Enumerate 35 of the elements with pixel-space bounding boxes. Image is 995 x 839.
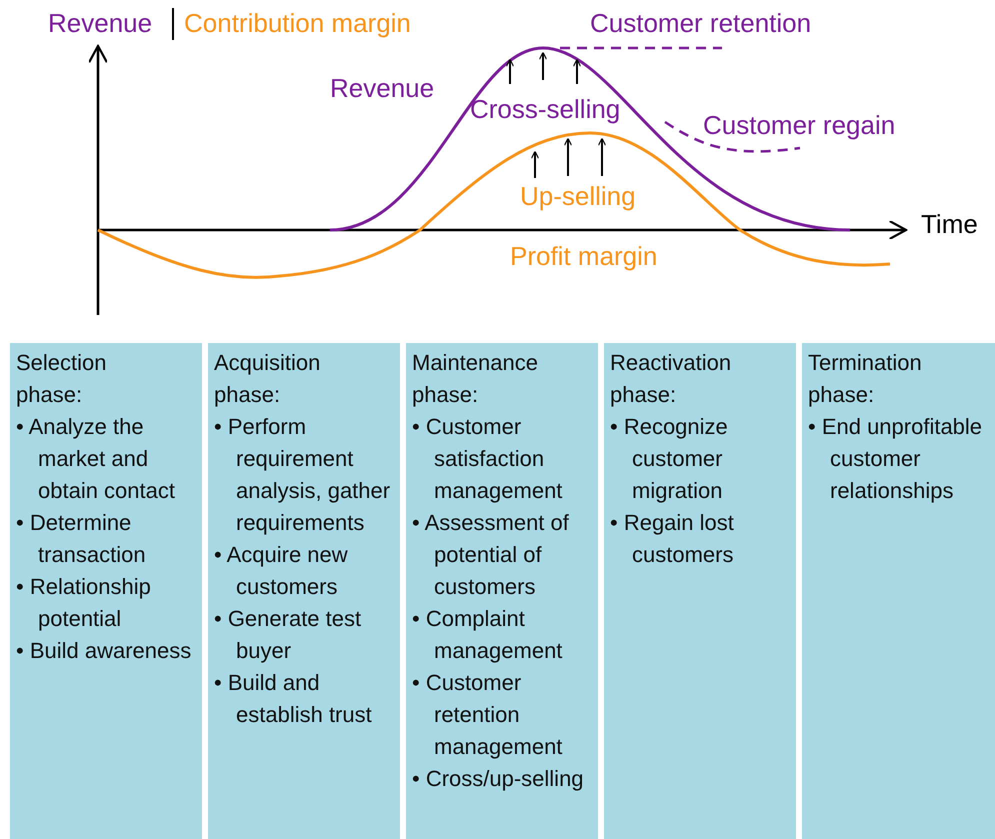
bullet-item: • Generate test buyer bbox=[214, 605, 362, 665]
axis-label: Revenue bbox=[48, 8, 152, 38]
phase-heading: Selection phase: bbox=[16, 349, 108, 409]
bullet-item: • Analyze the market and obtain contact bbox=[16, 413, 176, 505]
bullet-item: • Perform requirement analysis, gather requirements bbox=[214, 413, 392, 537]
bullet-item: • Customer retention management bbox=[412, 669, 564, 761]
bullet-item: • Relationship potential bbox=[16, 573, 152, 633]
phase-heading: Termination phase: bbox=[808, 349, 923, 409]
bullet-item: • Complaint management bbox=[412, 605, 564, 665]
curve-label: Customer retention bbox=[590, 8, 812, 38]
axis-label: Time bbox=[921, 209, 978, 239]
bullet-item: • Acquire new customers bbox=[214, 541, 349, 601]
phase-heading: Acquisition phase: bbox=[214, 349, 322, 409]
bullet-item: • Build awareness bbox=[16, 637, 192, 665]
bullet-item: • Assessment of potential of customers bbox=[412, 509, 570, 601]
bullet-item: • Build and establish trust bbox=[214, 669, 373, 729]
curve-label: Revenue bbox=[330, 73, 434, 103]
bullet-item: • Recognize customer migration bbox=[610, 413, 729, 505]
phase-heading: Maintenance phase: bbox=[412, 349, 539, 409]
phase-panel bbox=[208, 343, 400, 839]
phase-panel bbox=[802, 343, 995, 839]
bullet-item: • Cross/up-selling bbox=[412, 765, 585, 793]
bullet-item: • End unprofitable customer relationships bbox=[808, 413, 984, 505]
phase-panel bbox=[406, 343, 598, 839]
curve-label: Profit margin bbox=[510, 241, 658, 271]
phase-panel bbox=[10, 343, 202, 839]
curve-label: Customer regain bbox=[703, 110, 896, 140]
bullet-item: • Regain lost customers bbox=[610, 509, 735, 569]
bullet-item: • Determine transaction bbox=[16, 509, 147, 569]
curve-label: Up-selling bbox=[520, 181, 636, 211]
phase-heading: Reactivation phase: bbox=[610, 349, 732, 409]
phase-panel bbox=[604, 343, 796, 839]
bullet-item: • Customer satisfaction management bbox=[412, 413, 564, 505]
axis-label: Contribution margin bbox=[184, 8, 411, 38]
curve-label: Cross-selling bbox=[470, 94, 620, 124]
